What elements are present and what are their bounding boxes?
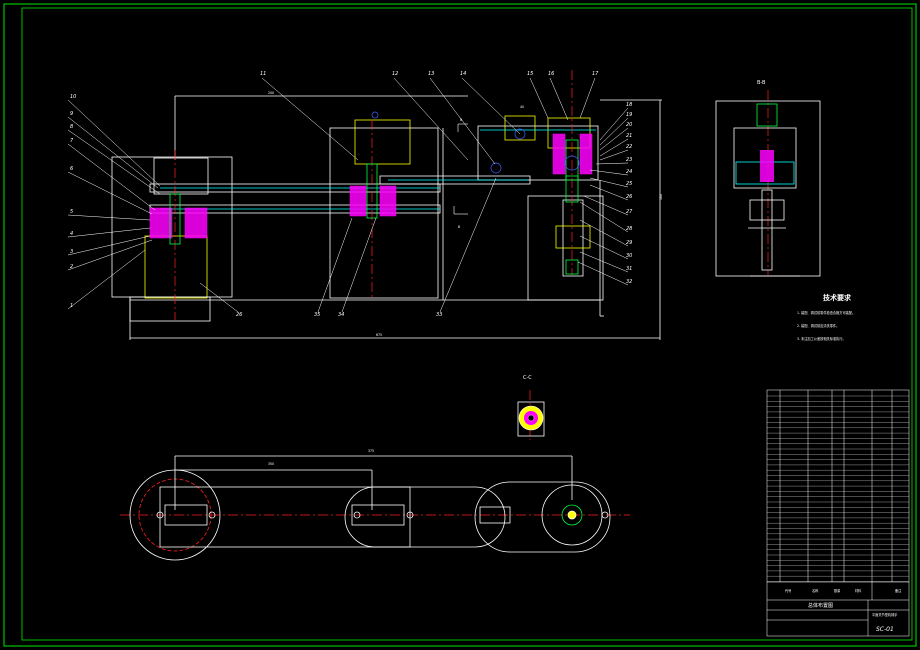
section-marks: B B <box>453 118 468 229</box>
part-label: 13 <box>428 71 434 77</box>
part-label: 6 <box>70 166 73 172</box>
plan-view <box>129 455 611 561</box>
part-label: 15 <box>527 71 533 77</box>
dim-height-right: 180 <box>659 194 663 200</box>
leader-lines <box>67 77 629 313</box>
part-label: 26 <box>626 194 632 200</box>
drawing-number: SC-01 <box>876 626 894 633</box>
section-cc-view <box>517 401 545 437</box>
part-label: 12 <box>392 71 398 77</box>
part-labels-top: 11 12 13 14 15 16 17 <box>260 71 599 77</box>
part-label: 8 <box>70 124 73 130</box>
section-cc-title: C-C <box>523 375 532 381</box>
part-label: 33 <box>436 312 442 318</box>
bom-header-cell: 数量 <box>834 588 841 593</box>
product-name: 平面关节型机械手 <box>872 612 898 617</box>
part-label: 23 <box>626 157 632 163</box>
section-bb-view <box>715 100 821 277</box>
part-label: 30 <box>626 253 632 259</box>
part-label: 9 <box>70 111 73 117</box>
section-mark-b-top: B <box>460 118 462 122</box>
part-label: 25 <box>626 181 632 187</box>
part-labels-bottom: 26 35 34 33 <box>236 312 442 318</box>
bom-header-cell: 名称 <box>812 588 819 593</box>
inner-frame <box>21 7 913 641</box>
part-label: 14 <box>460 71 466 77</box>
part-label: 2 <box>70 264 73 270</box>
part-label: 32 <box>626 279 632 285</box>
section-mark-b-bottom: B <box>458 225 460 229</box>
tech-req-item: 3. 未注加工公差按相关标准执行。 <box>797 336 846 341</box>
part-label: 5 <box>70 209 73 215</box>
part-label: 26 <box>236 312 242 318</box>
bom-rows <box>767 395 909 582</box>
part-label: 10 <box>70 94 76 100</box>
part-label: 3 <box>70 249 73 255</box>
part-label: 4 <box>70 231 73 237</box>
tech-req-item: 2. 装配、调试前应清洗零件。 <box>797 323 839 328</box>
part-label: 19 <box>626 112 632 118</box>
dim-tool-width: 40 <box>520 105 524 109</box>
dim-offset-top: 200 <box>268 91 274 95</box>
part-labels-left: 10 9 8 7 6 5 4 3 2 1 <box>70 94 76 309</box>
dim-overall-length: 675 <box>376 333 382 337</box>
tech-req-title: 技术要求 <box>823 293 852 302</box>
dim-arm-span-plan: 375 <box>368 449 374 453</box>
section-bb-hatch <box>760 150 774 182</box>
dim-arm-inner-plan: 350 <box>268 462 274 466</box>
front-view-bearings <box>149 133 593 239</box>
part-label: 7 <box>70 138 74 144</box>
part-label: 29 <box>626 240 632 246</box>
part-labels-right: 18 19 20 21 22 23 24 25 26 27 28 29 30 3… <box>626 102 633 285</box>
part-label: 34 <box>338 312 344 318</box>
outer-frame <box>3 3 917 647</box>
section-bb-title: B-B <box>757 80 766 86</box>
part-label: 16 <box>548 71 554 77</box>
tech-requirements: 技术要求 1. 装配、调试前零件检查合格方可装配。 2. 装配、调试前应清洗零件… <box>797 293 855 341</box>
bom-header-cell: 代号 <box>785 588 791 593</box>
part-label: 31 <box>626 266 632 272</box>
part-label: 1 <box>70 303 73 309</box>
bom-header-cell: 备注 <box>895 588 902 593</box>
part-label: 20 <box>626 122 632 128</box>
part-label: 28 <box>626 226 632 232</box>
part-label: 27 <box>626 209 633 215</box>
part-label: 35 <box>314 312 320 318</box>
bom-header: 代号 名称 数量 材料 备注 <box>785 588 902 593</box>
part-label: 17 <box>592 71 599 77</box>
part-label: 21 <box>626 133 632 139</box>
drawing-title: 总体布置图 <box>808 602 833 609</box>
part-label: 24 <box>626 169 632 175</box>
tech-req-item: 1. 装配、调试前零件检查合格方可装配。 <box>797 310 855 315</box>
part-label: 18 <box>626 102 632 108</box>
dimension-texts: 675 200 40 180 375 350 <box>268 91 663 466</box>
front-view-gears <box>371 111 580 174</box>
part-label: 11 <box>260 71 266 77</box>
bom-header-cell: 材料 <box>855 588 862 593</box>
part-label: 22 <box>626 144 632 150</box>
